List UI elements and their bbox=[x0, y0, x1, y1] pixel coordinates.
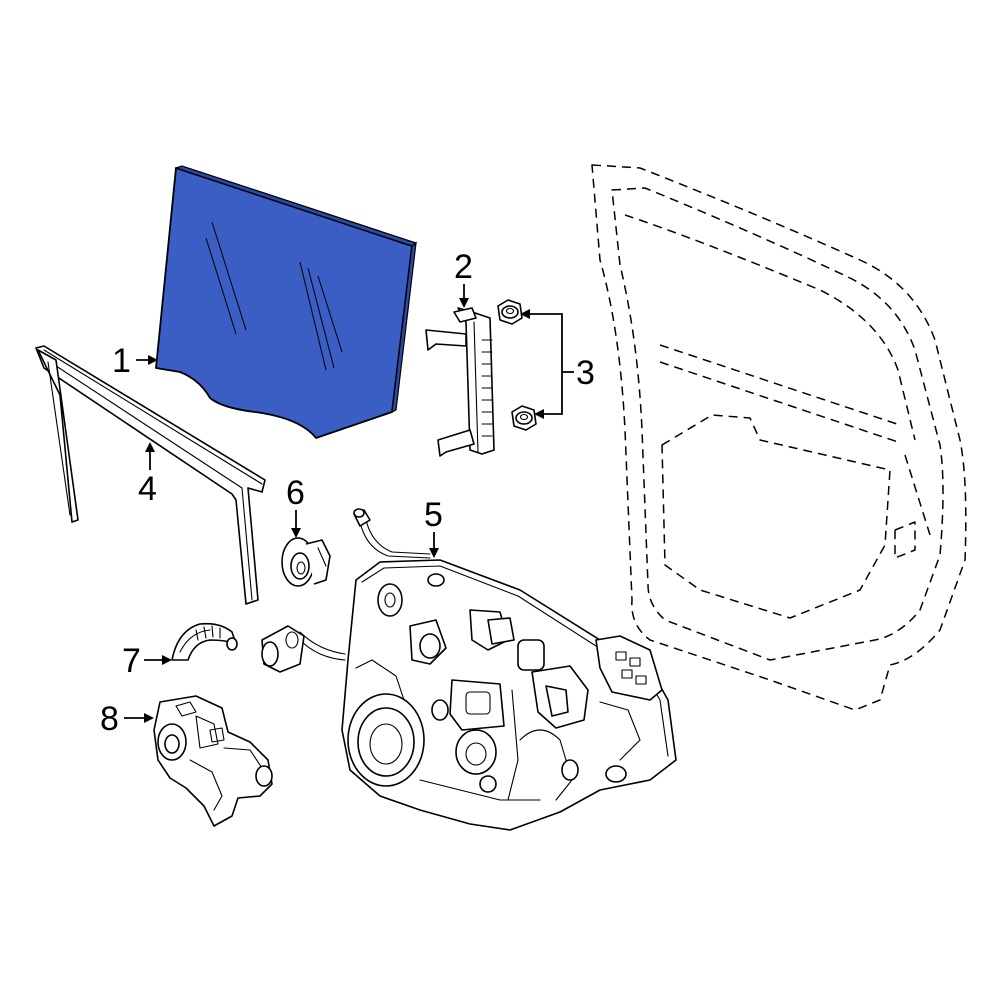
callout-5: 5 bbox=[424, 496, 443, 534]
callout-4: 4 bbox=[138, 470, 157, 508]
nut-lower[interactable] bbox=[511, 405, 537, 431]
door-glass[interactable] bbox=[155, 165, 418, 439]
door-module-carrier[interactable] bbox=[261, 508, 677, 831]
callout-7: 7 bbox=[122, 642, 141, 680]
door-glass-panel bbox=[155, 167, 413, 439]
callout-8: 8 bbox=[100, 700, 119, 738]
callout-1: 1 bbox=[112, 342, 131, 380]
glass-guide-bracket[interactable] bbox=[425, 307, 495, 457]
leader-3-bracket bbox=[522, 313, 563, 415]
glass-run-channel[interactable] bbox=[35, 345, 266, 605]
callout-6: 6 bbox=[286, 474, 305, 512]
wiring-grommet[interactable] bbox=[281, 537, 331, 587]
glass-reflection-lines bbox=[205, 221, 343, 371]
callout-3: 3 bbox=[576, 354, 595, 392]
door-shell-outline bbox=[591, 164, 967, 711]
window-regulator-motor[interactable] bbox=[153, 695, 273, 827]
wire-clip[interactable] bbox=[171, 622, 238, 661]
callout-2: 2 bbox=[454, 248, 473, 286]
nut-upper[interactable] bbox=[497, 299, 523, 325]
